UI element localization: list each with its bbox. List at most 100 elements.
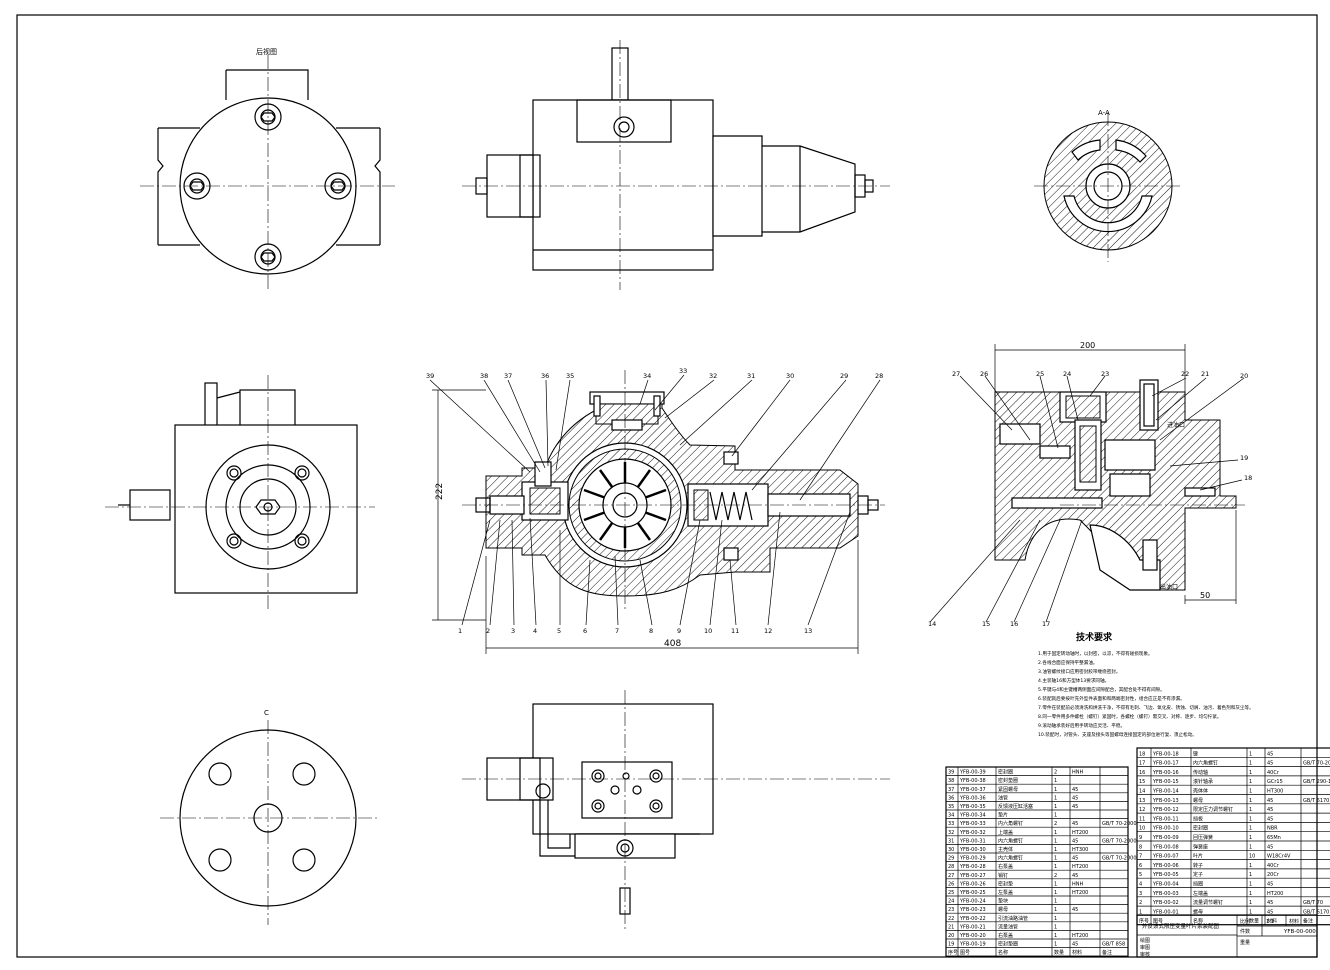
bom-left-row-cell: 内六角螺钉	[998, 855, 1023, 862]
bom-right-row-cell: 定子	[1193, 871, 1203, 878]
bom-left-row-cell: 1	[1054, 899, 1057, 905]
balloon-30: 30	[786, 372, 794, 380]
bom-right-row-cell: GB/T 6170	[1303, 909, 1329, 915]
bom-right-row-cell: YFB-00-03	[1152, 891, 1179, 897]
left-bolt-1	[226, 465, 242, 481]
bom-right-row-cell: 1	[1249, 761, 1252, 767]
bom-right-row-cell: YFB-00-13	[1152, 798, 1179, 804]
bom-left-row-cell: 45	[1072, 942, 1078, 948]
requirement-7: 7.零件在装配前必须清洗和烘洗干净，不得有毛刺、飞边、氧化皮、锈蚀、切屑、油污、…	[1038, 704, 1254, 711]
balloon-31: 31	[747, 372, 755, 380]
bom-right-row-cell: YFB-00-07	[1152, 854, 1179, 860]
check-label: 审图	[1140, 944, 1150, 951]
bom-left-row-cell: 45	[1072, 804, 1078, 810]
bom-left-row-cell: 30	[948, 847, 954, 853]
balloon-20: 20	[1240, 372, 1248, 380]
bom-left-row-cell: 1	[1054, 864, 1057, 870]
bom-left-row-cell: YFB-00-38	[959, 778, 986, 784]
bom-right-row-cell: 弹簧座	[1193, 843, 1208, 850]
bom-right-row-cell: 40Cr	[1267, 770, 1280, 776]
top-front-view	[462, 40, 890, 290]
balloon-38: 38	[480, 372, 488, 380]
bom-left-row-cell: YFB-00-25	[959, 890, 986, 896]
bom-left-row-cell: 左泵盖	[998, 889, 1013, 896]
bom-right-row-cell: YFB-00-10	[1152, 826, 1179, 832]
bom-left-row-cell: HNH	[1072, 881, 1084, 887]
balloon-18: 18	[1244, 474, 1252, 482]
bom-left-row-cell: 1	[1054, 881, 1057, 887]
bom-left-row-cell: 垫块	[998, 898, 1008, 905]
bom-left-row-cell: 密封圈	[998, 769, 1013, 776]
bom-right-row-cell: YFB-00-04	[1152, 882, 1179, 888]
bom-right-row-header-cell: 数量	[1249, 918, 1259, 925]
bom-left-row-cell: 27	[948, 873, 954, 879]
bom-left-row-cell: YFB-00-32	[959, 830, 986, 836]
bom-right-row-cell: 45	[1267, 816, 1273, 822]
bom-left-row-cell: 油管	[998, 794, 1008, 801]
bom-right-row-cell: 1	[1249, 807, 1252, 813]
bom-right-row-cell: 1	[1249, 751, 1252, 757]
bom-right-row-cell: YFB-00-05	[1152, 872, 1179, 878]
bom-left-row-cell: YFB-00-21	[959, 924, 986, 930]
requirement-6: 6.装配就后要按叶充外型件表面和和两端密封性，组合应正是不有渗漏。	[1038, 695, 1185, 702]
requirement-8: 8.同一零件用多件螺栓（螺钉）紧固时，各螺栓（螺钉）需交叉、对称、逐步、均匀拧紧…	[1038, 713, 1222, 720]
bom-right-row-header-cell: 备注	[1303, 918, 1313, 925]
bom-right-row-cell: GB/T 290-1998	[1303, 779, 1330, 785]
bom-left-row-cell: 上端盖	[998, 829, 1013, 836]
bom-right-row-cell: 45	[1267, 900, 1273, 906]
balloon-7: 7	[615, 627, 619, 635]
bom-left-row-cell: YFB-00-33	[959, 821, 986, 827]
bom-left-row-cell: YFB-00-30	[959, 847, 986, 853]
bom-right-row-cell: 1	[1249, 844, 1252, 850]
bom-left-row-cell: YFB-00-19	[959, 942, 986, 948]
bom-right-row-cell: 1	[1139, 909, 1142, 915]
balloon-5: 5	[557, 627, 561, 635]
bom-right-row-cell: 45	[1267, 882, 1273, 888]
bom-left-row-cell: 1	[1054, 795, 1057, 801]
bom-left-row-cell: HT200	[1072, 830, 1088, 836]
bom-left-row-cell: 紧固螺母	[998, 786, 1018, 793]
bom-right-row-cell: GB/T 70-2000	[1303, 761, 1330, 767]
bom-left-row-cell: 22	[948, 916, 954, 922]
bom-left-row-cell: 1	[1054, 838, 1057, 844]
balloon-29: 29	[840, 372, 848, 380]
bom-right-row-cell: YFB-00-11	[1152, 816, 1179, 822]
bom-right-row-cell: 20Cr	[1267, 872, 1280, 878]
rear-view-label: 后视图	[256, 47, 277, 56]
bom-right-row-cell: HT300	[1267, 789, 1283, 795]
qty-label: 件数	[1240, 928, 1250, 935]
bom-left-row-cell: YFB-00-23	[959, 907, 986, 913]
bom-left-row-cell: 1	[1054, 778, 1057, 784]
bom-right-row-cell: 回压弹簧	[1193, 834, 1213, 841]
bom-left-row-cell: 内六角螺钉	[998, 820, 1023, 827]
bom-left-row-header-cell: 图号	[960, 950, 970, 956]
rear-view: 后视图	[140, 47, 395, 290]
port-out-label: 出油口	[1160, 583, 1178, 591]
drawing-border	[16, 14, 1318, 958]
balloon-15: 15	[982, 620, 990, 628]
bom-left-row-cell: 45	[1072, 856, 1078, 862]
bom-left-row-cell: 1	[1054, 907, 1057, 913]
balloon-37: 37	[504, 372, 512, 380]
bom-right-row-cell: 1	[1249, 816, 1252, 822]
bom-left-row-cell: 反馈液压缸活塞	[998, 803, 1033, 810]
bom-left-row-cell: YFB-00-35	[959, 804, 986, 810]
bom-left-row-cell: 2	[1054, 873, 1057, 879]
bom-right-row-cell: 1	[1249, 835, 1252, 841]
bom-right-row-cell: 螺母	[1193, 797, 1203, 804]
bom-left-row-cell: 29	[948, 856, 954, 862]
bom-right-row-cell: 4	[1139, 882, 1142, 888]
bom-left-row-cell: 1	[1054, 942, 1057, 948]
bom-right-row-cell: 8	[1139, 844, 1142, 850]
bom-left-row-cell: 1	[1054, 933, 1057, 939]
bom-left-row-cell: 1	[1054, 830, 1057, 836]
bom-left-row-cell: 38	[948, 778, 954, 784]
balloon-11: 11	[731, 627, 739, 635]
bom-right-row-cell: YFB-00-06	[1152, 863, 1179, 869]
bom-right-row-cell: 45	[1267, 761, 1273, 767]
bom-left-row-cell: HT200	[1072, 864, 1088, 870]
bom-right-row-cell: 1	[1249, 779, 1252, 785]
bom-right-row-cell: 17	[1139, 761, 1145, 767]
bom-right-row-cell: GCr15	[1267, 779, 1283, 785]
